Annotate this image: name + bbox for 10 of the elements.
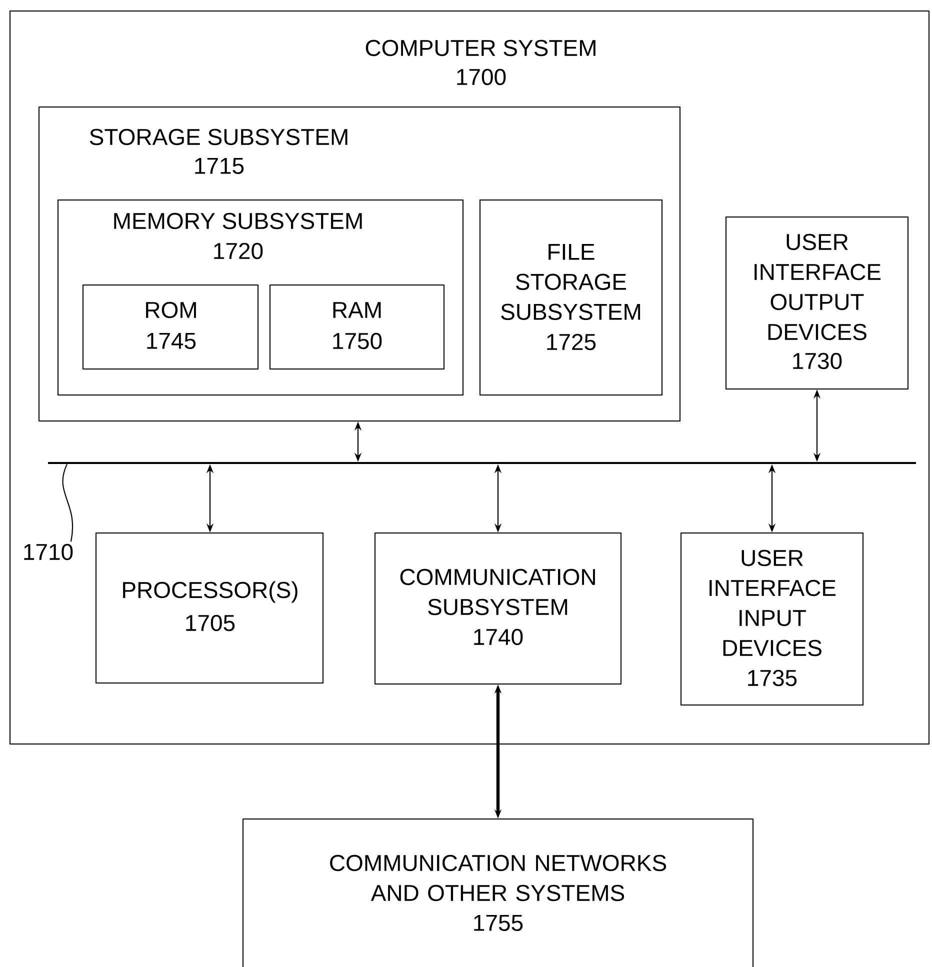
- memory-box: ROM 1745: [82, 284, 258, 370]
- leader-line: [62, 464, 74, 542]
- processor-box: PROCESSOR(S) 1705: [96, 532, 324, 684]
- network-box: COMMUNICATION NETWORKS AND OTHER SYSTEMS 1755: [242, 818, 754, 967]
- device-box: USER INTERFACE OUTPUT DEVICES 1730: [726, 216, 908, 390]
- reference-numeral: 1710: [24, 544, 73, 560]
- memory-box: RAM 1750: [270, 284, 444, 370]
- subsystem-box: FILE STORAGE SUBSYSTEM 1725: [480, 200, 662, 396]
- subsystem-box: COMMUNICATION SUBSYSTEM 1740: [374, 532, 622, 684]
- device-box: USER INTERFACE INPUT DEVICES 1735: [680, 532, 864, 706]
